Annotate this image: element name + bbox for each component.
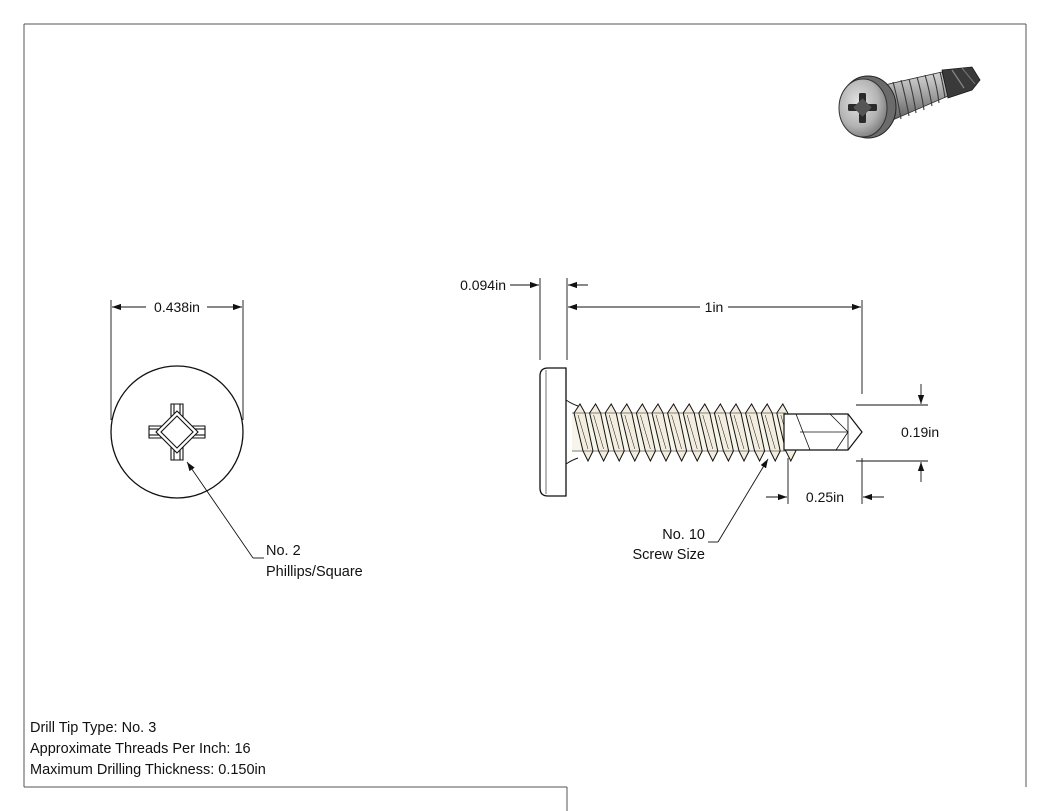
thread-shade-line — [764, 414, 776, 450]
thread-shade-line — [608, 414, 620, 450]
thread-shade-line — [749, 414, 760, 450]
screw-3d-render — [838, 66, 981, 139]
size-callout-line1: No. 10 — [662, 527, 705, 543]
shank-diameter-label: 0.19in — [901, 424, 939, 440]
screw-side-view — [539, 367, 863, 497]
dimension-length: 1in — [568, 299, 863, 394]
length-label: 1in — [705, 299, 724, 315]
size-callout-line2: Screw Size — [632, 547, 705, 563]
thread-shade-line — [718, 414, 729, 450]
thread-shade-line — [655, 414, 667, 450]
drill-point-length-label: 0.25in — [806, 489, 844, 505]
spec-threads-per-inch: Approximate Threads Per Inch: 16 — [30, 741, 251, 757]
head-diameter-label: 0.438in — [154, 299, 200, 315]
drive-callout-line2: Phillips/Square — [266, 564, 363, 580]
drawing-border — [23, 23, 1027, 811]
thread-shade-line — [686, 414, 698, 450]
render-phillips-recess — [848, 93, 877, 123]
head-height-label: 0.094in — [460, 277, 506, 293]
thread-shade-line — [733, 414, 745, 450]
dimension-head-diameter: 0.438in — [110, 299, 244, 420]
dimension-head-height: 0.094in — [460, 277, 588, 360]
spec-drill-tip-type: Drill Tip Type: No. 3 — [30, 720, 157, 736]
spec-max-drilling-thickness: Maximum Drilling Thickness: 0.150in — [30, 762, 266, 778]
head-front-view — [110, 365, 244, 499]
thread-shade-line — [671, 414, 682, 450]
callout-screw-size: No. 10 Screw Size — [632, 458, 769, 563]
thread-shade-line — [702, 414, 714, 450]
callout-drive-type: No. 2 Phillips/Square — [186, 461, 363, 580]
dimension-shank-diameter: 0.19in — [856, 384, 939, 482]
drive-callout-line1: No. 2 — [266, 543, 301, 559]
thread-shade-line — [577, 414, 589, 450]
dimension-drill-point: 0.25in — [766, 458, 884, 505]
thread-shade-line — [640, 414, 651, 450]
thread-shade-line — [593, 414, 604, 450]
thread-shade-line — [624, 414, 636, 450]
